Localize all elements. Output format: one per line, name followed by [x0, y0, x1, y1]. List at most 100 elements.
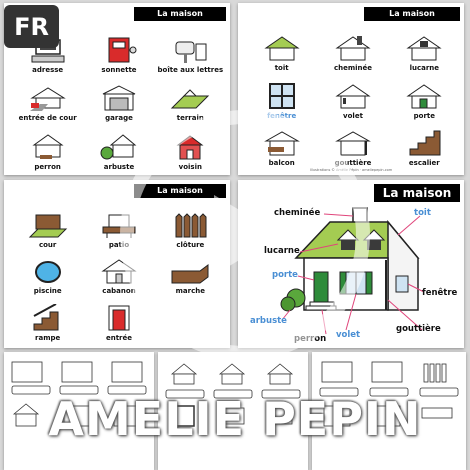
vocab-label: gouttière [334, 158, 372, 167]
vocab-label: terrain [176, 114, 204, 123]
worksheet-page-5 [4, 352, 154, 470]
worksheet-page-3: La maison cour patio clôture piscine cab… [4, 180, 230, 348]
vocab-item-cloture: clôture [155, 202, 226, 249]
diagram-label-cheminee: cheminée [274, 208, 321, 218]
credit-line: Illustrations © Amélie Pépin · ameliepep… [309, 168, 393, 172]
vocab-item-arbuste: arbuste [83, 122, 154, 171]
diagram-label-porte: porte [272, 270, 298, 280]
vocab-item-voisin: voisin [155, 122, 226, 171]
door-icon [406, 84, 442, 109]
page-title: La maison [374, 184, 460, 202]
vocab-item-patio: patio [83, 202, 154, 249]
worksheet-page-7 [312, 352, 466, 470]
vocab-label: cabanon [102, 287, 136, 296]
vocab-item-piscine: piscine [12, 249, 83, 296]
vocab-item-escalier: escalier [389, 120, 460, 167]
pool-icon [34, 261, 61, 284]
railing-icon [33, 304, 59, 331]
vocab-label: boîte aux lettres [157, 65, 224, 74]
vocab-label: garage [105, 114, 133, 123]
fence-icon [175, 212, 207, 238]
entrance-icon [108, 305, 130, 331]
vocab-label: fenêtre [267, 111, 297, 120]
vocab-item-toit: toit [246, 25, 317, 72]
vocab-item-rampe: rampe [12, 295, 83, 342]
vocab-label: rampe [35, 334, 61, 342]
vocab-label: entrée [105, 334, 132, 342]
vocab-label: perron [34, 163, 61, 171]
vocab-label: volet [343, 111, 363, 120]
garage-icon [102, 85, 136, 111]
play-icon [214, 195, 282, 275]
vocab-item-entree-de-cour: entrée de cour [12, 74, 83, 123]
diagram-label-toit: toit [414, 208, 431, 218]
vocab-label: marche [175, 287, 205, 296]
fill-in-worksheet [11, 361, 147, 427]
vocab-item-garage: garage [83, 74, 154, 123]
shrub-icon [100, 134, 137, 160]
vocab-item-gouttiere: gouttière [317, 120, 388, 167]
fill-in-worksheet [319, 361, 459, 427]
vocab-label: adresse [32, 65, 64, 74]
vocab-label: arbuste [103, 163, 135, 171]
vocab-label: toit [274, 64, 289, 73]
neighbor-house-icon [176, 135, 204, 160]
vocab-item-volet: volet [317, 72, 388, 120]
worksheet-page-2: La maison toit cheminée lucarne fenêtre … [238, 3, 464, 175]
vocab-grid: toit cheminée lucarne fenêtre volet port… [246, 25, 460, 167]
diagram-label-arbuste: arbuste [250, 316, 287, 326]
vocab-item-boite-aux-lettres: boîte aux lettres [155, 25, 226, 74]
brand-watermark: AMELIE PEPIN [48, 392, 422, 446]
porch-icon [32, 134, 64, 159]
driveway-icon [29, 87, 66, 112]
vocab-item-cabanon: cabanon [83, 249, 154, 296]
vocab-label: lucarne [409, 64, 440, 73]
vocab-label: patio [108, 240, 130, 249]
vocab-label: voisin [178, 163, 202, 171]
page-title: La maison [134, 184, 226, 198]
vocab-item-terrain: terrain [155, 74, 226, 123]
window-icon [268, 82, 295, 109]
vocab-item-lucarne: lucarne [389, 25, 460, 72]
vocab-label: escalier [408, 158, 440, 167]
chimney-icon [335, 36, 371, 61]
diagram-label-gouttiere: gouttière [396, 324, 441, 334]
vocab-item-cheminee: cheminée [317, 25, 388, 72]
patio-icon [102, 214, 136, 238]
vocab-label: cour [38, 240, 57, 249]
vocab-label: piscine [33, 287, 62, 296]
diagram-label-volet: volet [336, 330, 361, 340]
vocab-label: balcon [268, 158, 295, 167]
gutter-icon [335, 131, 371, 156]
vocab-item-marche: marche [155, 249, 226, 296]
vocab-item-perron: perron [12, 122, 83, 171]
worksheet-page-6 [158, 352, 308, 470]
diagram-label-perron: perron [294, 334, 327, 344]
vocab-label: porte [413, 111, 436, 120]
worksheet-page-1: La maison adresse sonnette boîte aux let… [4, 3, 230, 175]
vocab-label: clôture [176, 240, 205, 249]
vocab-item-fenetre: fenêtre [246, 72, 317, 120]
page-title: La maison [134, 7, 226, 21]
shed-icon [101, 259, 137, 284]
page-title: La maison [364, 7, 460, 21]
fill-in-worksheet [165, 363, 301, 427]
vocab-item-sonnette: sonnette [83, 25, 154, 74]
vocab-item-porte: porte [389, 72, 460, 120]
yard-icon [28, 214, 67, 238]
vocab-item-cour: cour [12, 202, 83, 249]
stairs-icon [409, 130, 441, 156]
vocab-label: sonnette [101, 65, 137, 74]
vocab-item-balcon: balcon [246, 120, 317, 167]
diagram-label-fenetre: fenêtre [422, 288, 458, 298]
mailbox-icon [175, 41, 207, 63]
vocab-grid: cour patio clôture piscine cabanon march… [12, 202, 226, 342]
balcony-icon [263, 131, 300, 156]
doorbell-icon [108, 37, 137, 63]
vocab-label: entrée de cour [18, 114, 77, 123]
language-badge: FR [4, 5, 59, 48]
dormer-icon [406, 36, 442, 61]
vocab-item-entree: entrée [83, 295, 154, 342]
vocab-label: cheminée [333, 64, 373, 73]
shutter-icon [335, 84, 371, 109]
